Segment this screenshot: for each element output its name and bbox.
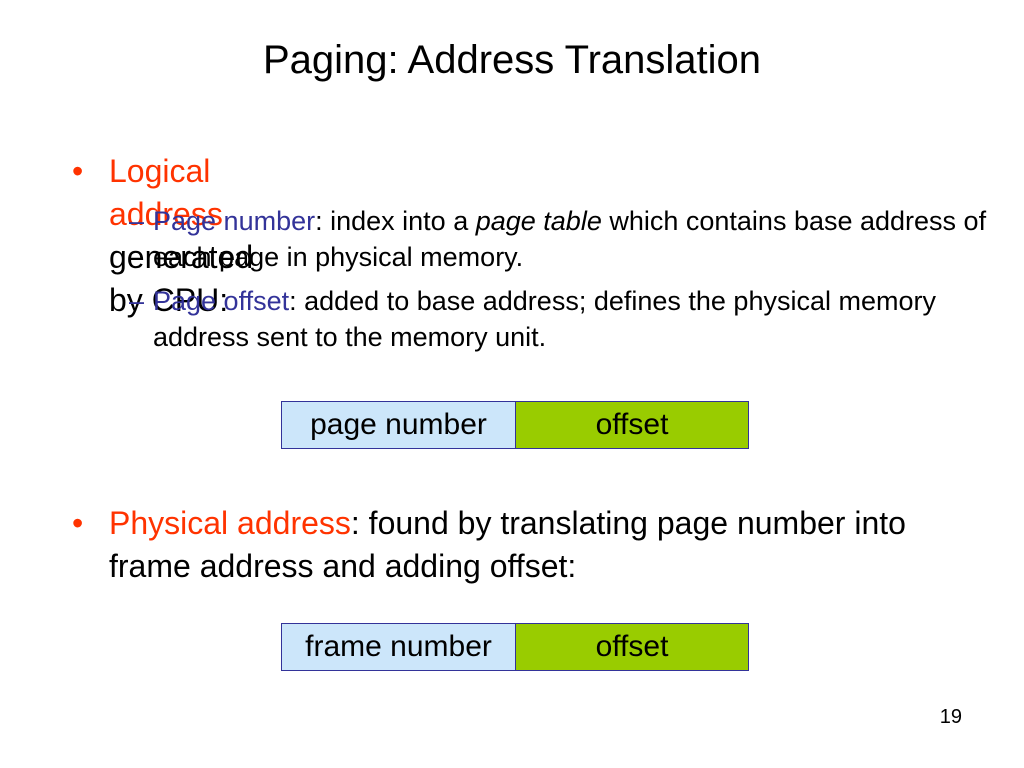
bullet-text: Logical address generated by CPU: (109, 150, 253, 322)
frame-number-field: frame number (282, 624, 516, 670)
physical-address-term: Physical address (109, 505, 351, 541)
bullet-text: Physical address: found by translating p… (109, 502, 939, 588)
logical-address-term: Logical address (109, 153, 223, 232)
slide-title: Paging: Address Translation (262, 38, 762, 82)
bullet-rest-text: generated by CPU: (109, 239, 254, 318)
physical-address-diagram: frame number offset (281, 623, 749, 671)
page-number-field: page number (282, 402, 516, 448)
sub-text-a: : index into a (315, 206, 476, 236)
sub-bullet-text: Page offset: added to base address; defi… (153, 283, 993, 355)
offset-field: offset (516, 624, 748, 670)
bullet-marker: • (72, 153, 84, 189)
bullet-rest-text: : found by translating page number into … (109, 505, 906, 584)
logical-address-diagram: page number offset (281, 401, 749, 449)
sub-text-a: : added to base address; defines the phy… (153, 286, 936, 352)
slide-number: 19 (939, 706, 962, 728)
sub-bullet-text: Page number: index into a page table whi… (153, 203, 993, 275)
page-number-term: Page number (153, 206, 316, 236)
sub-bullet-marker: – (129, 286, 145, 316)
offset-field: offset (516, 402, 748, 448)
sub-text-b: which contains base address of each page… (153, 206, 987, 272)
bullet-marker: • (72, 505, 84, 541)
sub-bullet-marker: – (129, 206, 145, 236)
page-offset-term: Page offset (153, 286, 290, 316)
page-table-term: page table (475, 206, 602, 236)
